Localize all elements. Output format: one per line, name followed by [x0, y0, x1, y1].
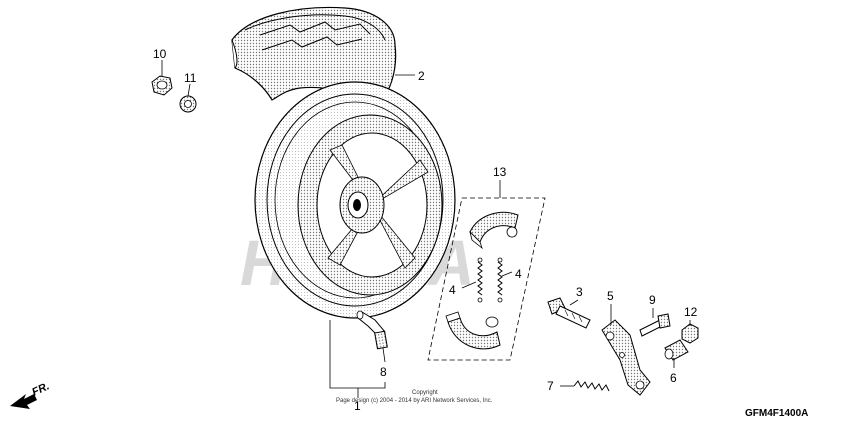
- collar-part[interactable]: [664, 339, 689, 361]
- bolt-part[interactable]: [639, 313, 671, 337]
- callout-13: 13: [493, 165, 507, 179]
- callout-11: 11: [184, 71, 197, 85]
- callout-4-right: 4: [515, 267, 522, 281]
- brake-shoe-lower[interactable]: [445, 311, 501, 350]
- callout-8: 8: [380, 365, 387, 379]
- wheel-part[interactable]: [254, 81, 456, 319]
- callout-12: 12: [684, 305, 698, 319]
- spring-right[interactable]: [497, 257, 503, 303]
- callout-9: 9: [649, 293, 656, 307]
- nut-part[interactable]: [151, 75, 173, 96]
- front-direction-arrow-icon: [10, 394, 37, 409]
- valve-part[interactable]: [356, 310, 388, 350]
- callout-4-left: 4: [449, 283, 456, 297]
- spring-left[interactable]: [477, 257, 483, 303]
- brake-cam-part[interactable]: [547, 297, 591, 329]
- washer-part[interactable]: [179, 95, 197, 113]
- copyright-line1: Copyright: [412, 390, 438, 396]
- callout-7: 7: [547, 379, 554, 393]
- leader-lines: [161, 60, 691, 398]
- brake-shoe-set-box: [427, 197, 546, 361]
- callout-3: 3: [576, 285, 583, 299]
- callout-5: 5: [607, 289, 614, 303]
- brake-arm-part[interactable]: [601, 319, 651, 396]
- diagram-code: GFM4F1400A: [745, 408, 808, 419]
- callout-2: 2: [418, 69, 425, 83]
- callout-1: 1: [354, 399, 361, 413]
- callout-6: 6: [670, 371, 677, 385]
- return-spring-part[interactable]: [573, 380, 610, 392]
- callout-10: 10: [153, 47, 167, 61]
- brake-shoe-upper[interactable]: [469, 211, 519, 250]
- nut-small-part[interactable]: [681, 323, 699, 344]
- direction-label: FR.: [30, 380, 51, 398]
- copyright-line2: Page design (c) 2004 - 2014 by ARI Netwo…: [336, 398, 493, 404]
